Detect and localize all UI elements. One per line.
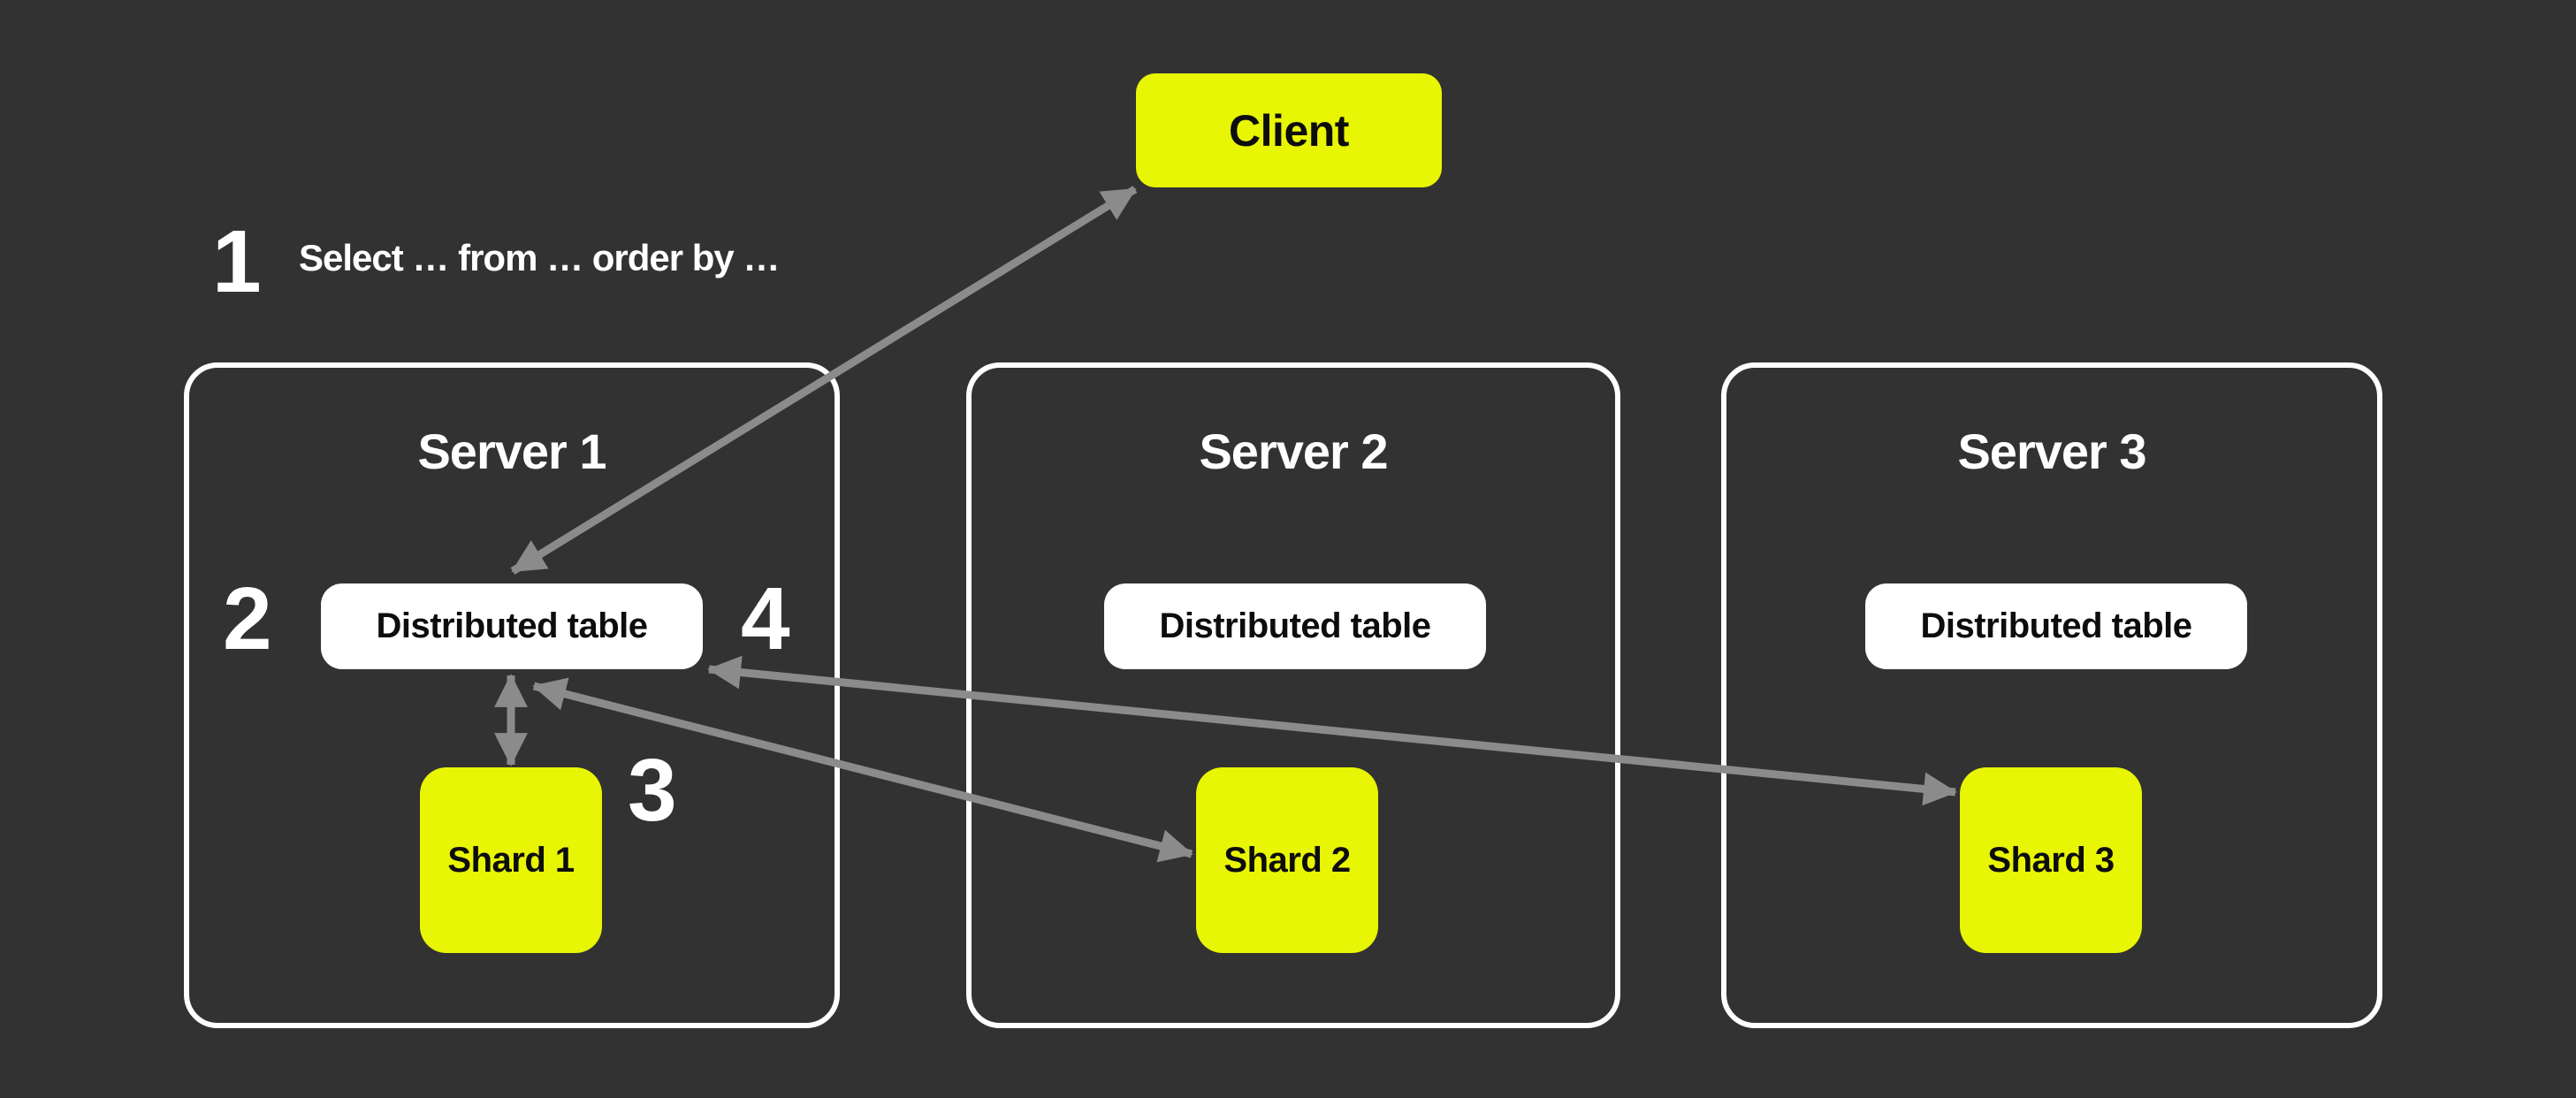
server-1-shard-label: Shard 1 [447, 840, 575, 880]
server-3-shard-label: Shard 3 [1987, 840, 2115, 880]
client-box: Client [1136, 73, 1442, 187]
server-1-distributed-table-label: Distributed table [376, 606, 648, 645]
server-3-distributed-table-label: Distributed table [1920, 606, 2192, 645]
server-1-title: Server 1 [417, 423, 606, 479]
step-4-number: 4 [741, 569, 790, 668]
server-2-distributed-table-label: Distributed table [1159, 606, 1431, 645]
query-text: Select … from … order by … [299, 237, 780, 278]
step-2-number: 2 [223, 569, 272, 668]
server-2-shard-label: Shard 2 [1223, 840, 1351, 880]
server-3-distributed-table: Distributed table [1865, 583, 2247, 669]
server-3-title: Server 3 [1957, 423, 2146, 479]
step-3-number: 3 [628, 741, 677, 840]
server-2-distributed-table: Distributed table [1104, 583, 1486, 669]
server-1-distributed-table: Distributed table [321, 583, 703, 669]
client-label: Client [1229, 105, 1349, 156]
server-2-title: Server 2 [1199, 423, 1388, 479]
server-2-shard: Shard 2 [1196, 767, 1378, 953]
step-1-number: 1 [212, 212, 262, 311]
server-1-shard: Shard 1 [420, 767, 602, 953]
server-3-shard: Shard 3 [1960, 767, 2142, 953]
